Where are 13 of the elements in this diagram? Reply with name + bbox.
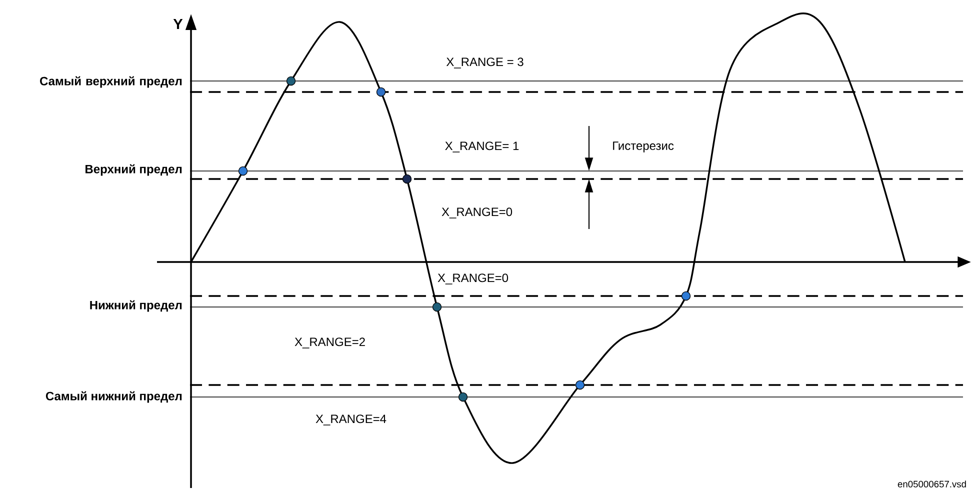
text-label: X_RANGE=2 bbox=[294, 338, 365, 348]
text-label: Самый нижний предел bbox=[46, 391, 182, 403]
text-label: Верхний предел bbox=[86, 164, 182, 176]
text-label: Гистерезис bbox=[613, 142, 674, 152]
axis-label: Y bbox=[173, 18, 183, 30]
text-label: Нижний предел bbox=[90, 300, 182, 312]
text-label: X_RANGE=0 bbox=[442, 208, 512, 218]
text-label: X_RANGE= 1 bbox=[445, 142, 519, 152]
text-label: X_RANGE = 3 bbox=[446, 58, 524, 68]
text-label: Самый верхний предел bbox=[40, 76, 182, 88]
text-label: X_RANGE=0 bbox=[438, 274, 508, 284]
text-label: X_RANGE=4 bbox=[316, 414, 386, 426]
file-name: en05000657.vsd bbox=[898, 480, 966, 488]
